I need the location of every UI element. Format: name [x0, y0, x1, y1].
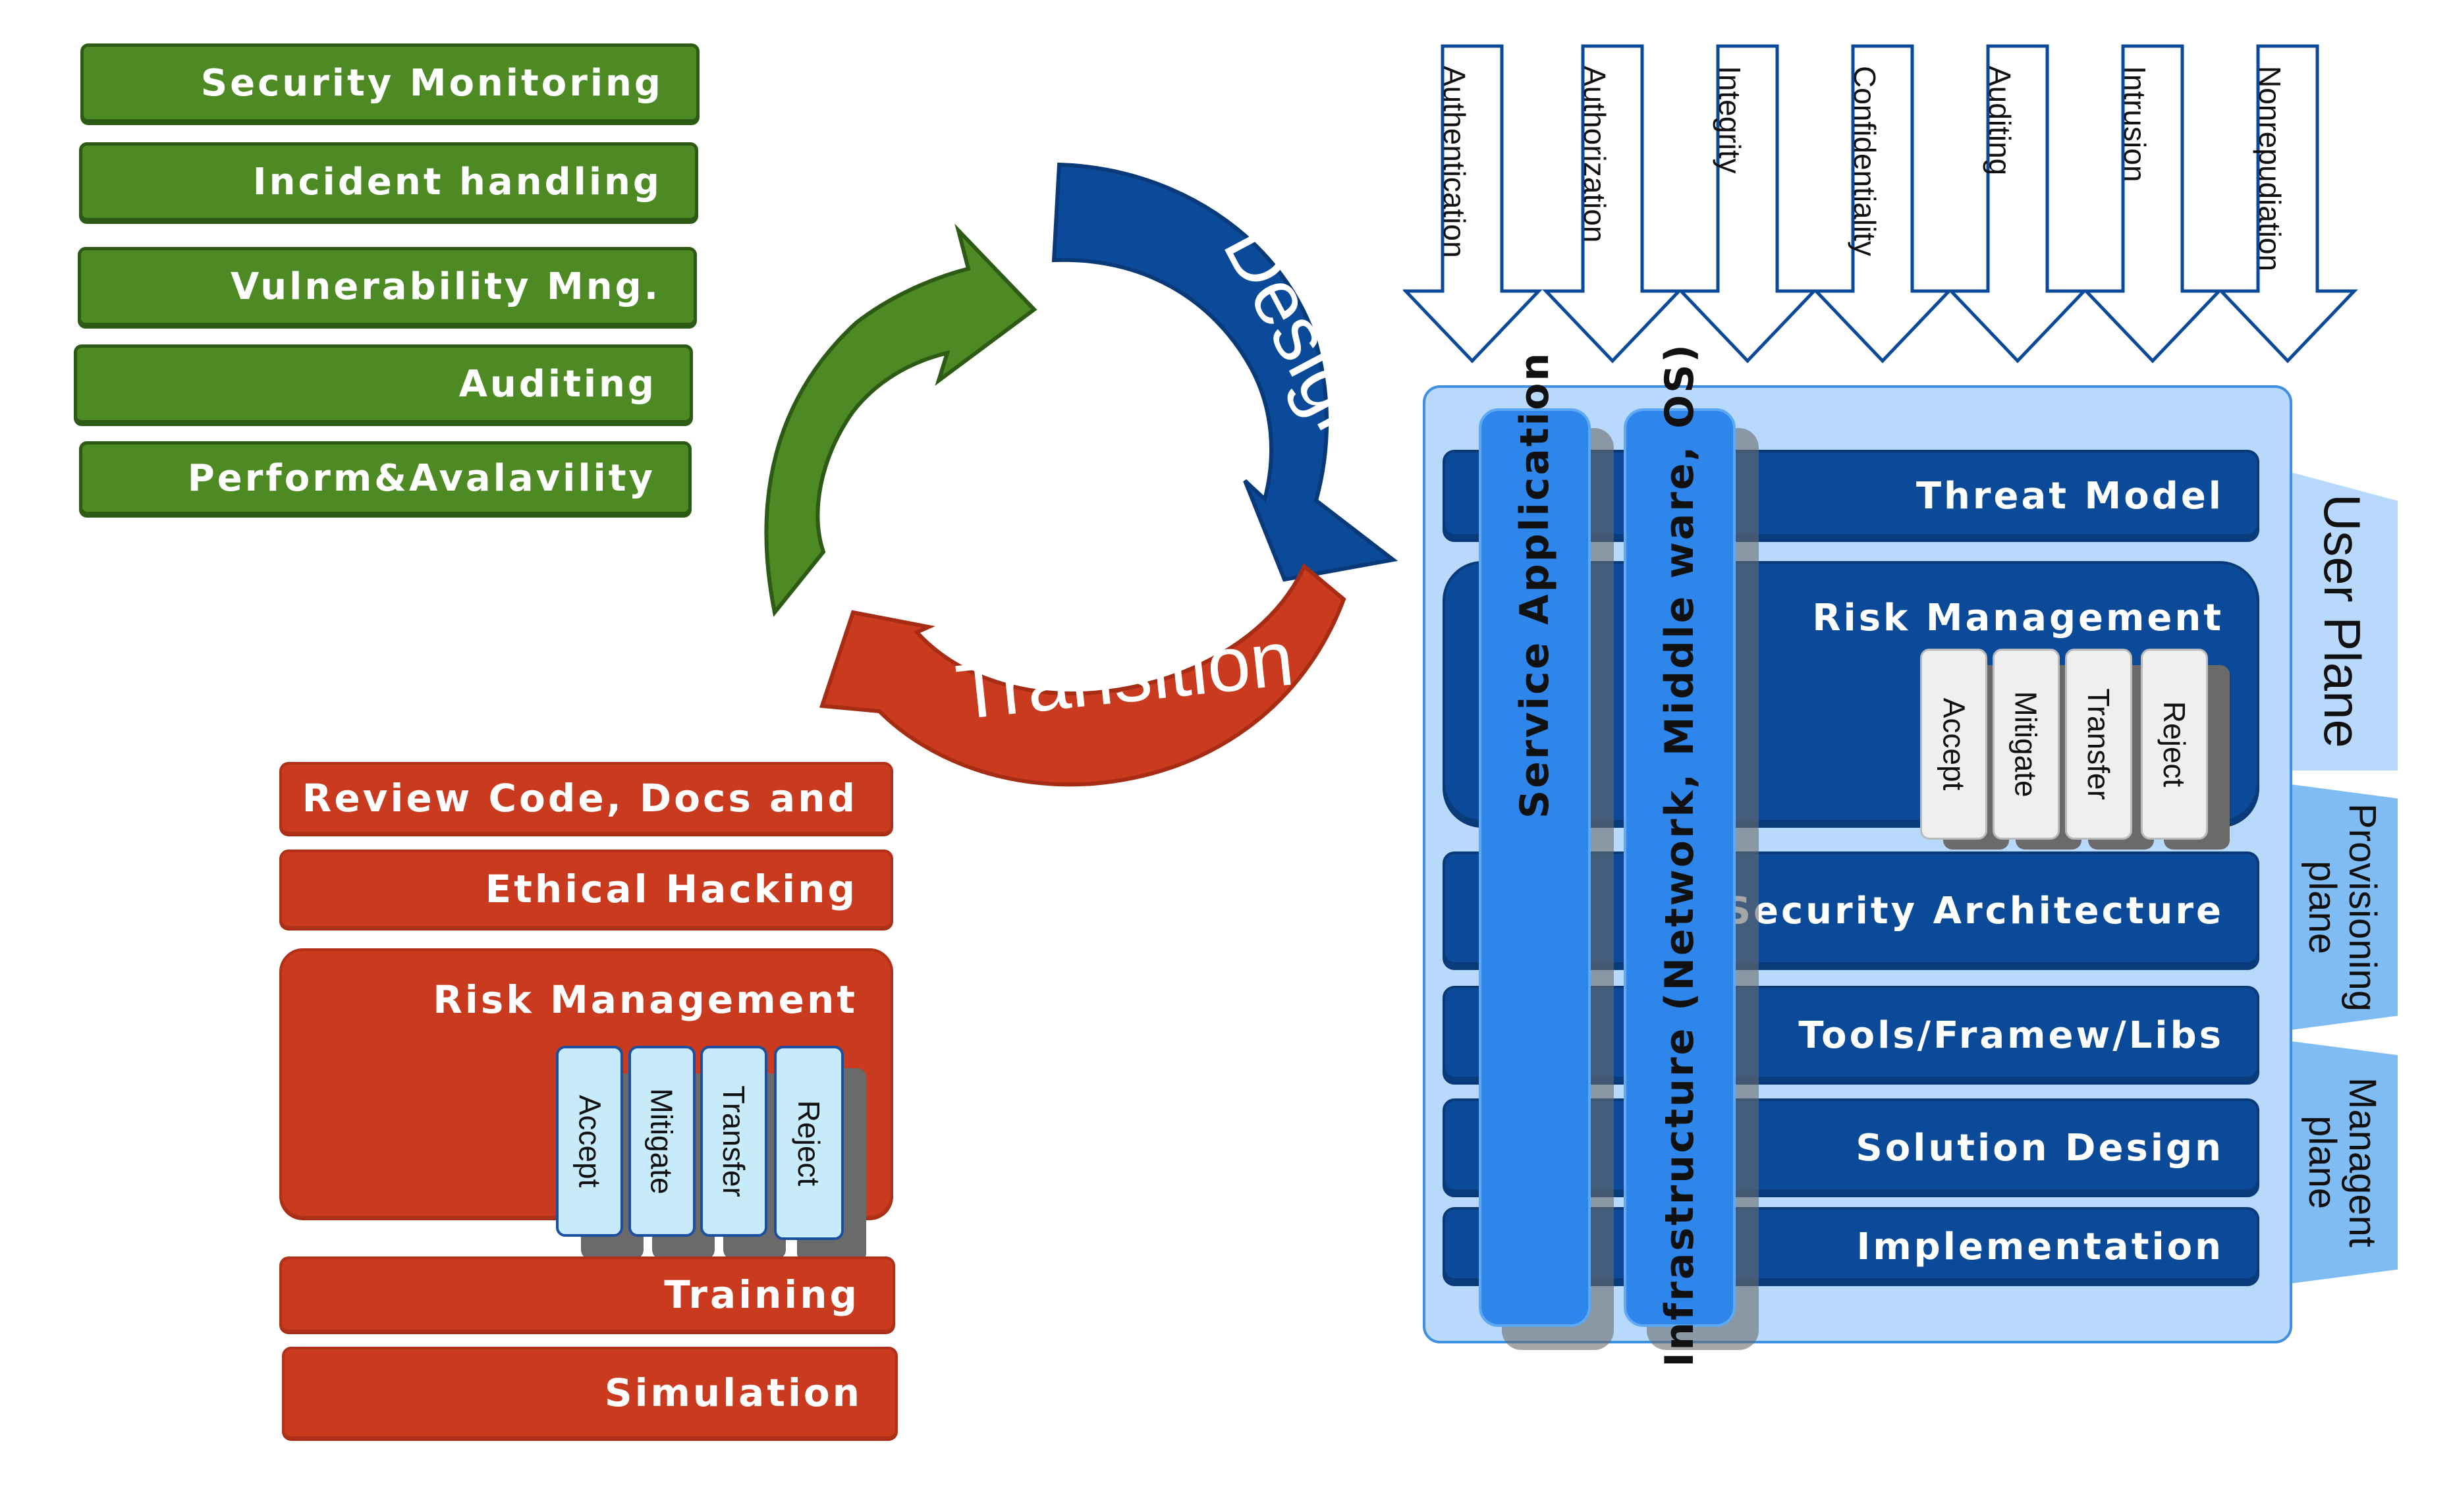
op-item-incident-handling: Incident handling	[79, 142, 698, 221]
operation-arrow	[764, 223, 1037, 617]
op-item-perform-availability: Perform&Avalavility	[79, 441, 692, 515]
tr-risk-transfer-tile: Transfer	[700, 1046, 767, 1237]
arrow-nonrepudiation	[2217, 44, 2358, 364]
arrow-intrusion	[2082, 44, 2223, 364]
arrow-confidentiality	[1812, 44, 1953, 364]
op-item-auditing: Auditing	[74, 344, 693, 423]
tr-risk-accept-tile: Accept	[556, 1046, 623, 1237]
design-arrows	[1403, 44, 2358, 364]
design-risk-accept-tile: Accept	[1920, 649, 1987, 840]
infrastructure-column: Infrastructure (Network, Middle ware, OS…	[1624, 342, 1736, 1366]
transition-arrow	[819, 563, 1346, 787]
design-risk-transfer-tile: Transfer	[2065, 649, 2132, 840]
service-application-column: Service Application	[1479, 350, 1591, 1327]
tr-item-review-code: Review Code, Docs and	[279, 762, 893, 834]
lifecycle-diagram	[764, 162, 1398, 787]
arrow-integrity	[1677, 44, 1818, 364]
user-plane-label: User Plane	[2313, 493, 2371, 748]
tr-item-ethical-hacking: Ethical Hacking	[279, 850, 893, 929]
tr-item-simulation: Simulation	[282, 1347, 898, 1439]
arrow-authorization	[1542, 44, 1683, 364]
user-plane-tab: User Plane	[2286, 471, 2398, 770]
tr-risk-reject-tile: Reject	[774, 1046, 844, 1240]
design-risk-reject-tile: Reject	[2141, 649, 2208, 840]
design-arrow	[1051, 162, 1398, 582]
op-item-security-monitoring: Security Monitoring	[80, 43, 700, 122]
op-item-vulnerability-mng: Vulnerability Mng.	[78, 247, 697, 326]
design-risk-mitigate-tile: Mitigate	[1993, 649, 2060, 840]
tr-item-training: Training	[279, 1256, 895, 1332]
arrow-authentication	[1403, 44, 1543, 364]
tr-risk-mitigate-tile: Mitigate	[628, 1046, 696, 1237]
arrow-auditing	[1947, 44, 2088, 364]
